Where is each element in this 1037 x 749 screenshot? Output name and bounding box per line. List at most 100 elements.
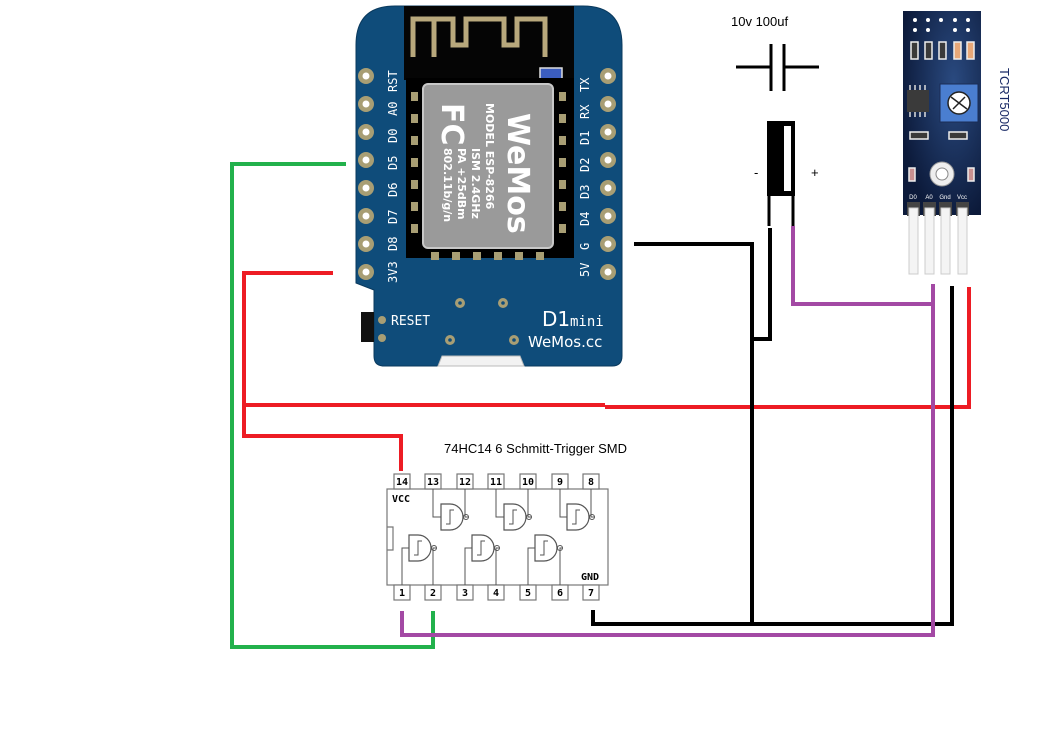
sensor-led-center (935, 167, 949, 181)
sensor-via (966, 28, 970, 32)
ic-pin-number: 7 (588, 588, 594, 599)
smd-resistor (924, 41, 933, 60)
wires (230, 162, 971, 649)
gate-output-line (464, 489, 469, 518)
ic-pin-number: 14 (396, 477, 408, 488)
module-pad (494, 252, 502, 260)
module-pad (559, 136, 566, 145)
ic-notch (387, 526, 394, 551)
module-pads (411, 92, 566, 260)
sensor-pin-label-gnd: Gnd (939, 195, 950, 201)
module-pad (559, 180, 566, 189)
ic-pin-14[interactable] (393, 473, 411, 490)
board-title-sub: mini (570, 314, 604, 330)
smd-part (908, 167, 916, 182)
mount-hole-center (512, 338, 516, 342)
header-pin-hole (362, 184, 370, 192)
electrolytic-capacitor-body (767, 121, 795, 226)
gate-input-line (527, 547, 535, 585)
pin-label-d1: D1 (578, 131, 592, 145)
ic-pin-number: 10 (522, 477, 534, 488)
gate-input-line (432, 489, 441, 518)
module-pad (431, 252, 439, 260)
pin-label-5v: 5V (578, 263, 592, 277)
gate-output-line (495, 547, 500, 585)
ic-pin-number: 9 (557, 477, 563, 488)
smd-part (948, 131, 968, 140)
reset-pad (378, 334, 386, 342)
ic-pin-number: 8 (588, 477, 594, 488)
header-pin-hole (362, 128, 370, 136)
hysteresis-symbol (414, 540, 422, 556)
ic-pin-number: 6 (557, 588, 563, 599)
gate-output-line (590, 489, 595, 518)
module-pad (411, 114, 418, 123)
ic-pin-number: 5 (525, 588, 531, 599)
sensor-via (913, 18, 917, 22)
module-pad (411, 224, 418, 233)
sensor-ic-legs (909, 85, 926, 117)
potentiometer[interactable] (939, 83, 979, 123)
sensor-header-leg (957, 207, 968, 275)
gate-output-line (432, 547, 437, 585)
pin-label-d0: D0 (386, 129, 400, 143)
header-pin-hole (362, 72, 370, 80)
capacitor-label: 10v 100uf (731, 14, 788, 29)
ic-pin-7[interactable] (582, 584, 600, 601)
module-pad (536, 252, 544, 260)
module-pad (559, 114, 566, 123)
smd-part (967, 167, 975, 182)
pin-label-g: G (578, 243, 592, 250)
knob-slot (952, 96, 966, 110)
header-pin-hole (604, 240, 612, 248)
capacitor-symbol (736, 44, 819, 91)
module-pad (452, 252, 460, 260)
pin-label-rx: RX (578, 104, 592, 119)
ic-pin-number: 2 (430, 588, 436, 599)
pin-label-tx: TX (578, 77, 592, 92)
module-line-2: ISM 2.4GHz (469, 148, 482, 219)
sensor-via (926, 28, 930, 32)
reset-pad (378, 316, 386, 324)
header-pin-hole (604, 72, 612, 80)
module-pad (411, 92, 418, 101)
sensor-header-leg (908, 207, 919, 275)
reset-label: RESET (391, 314, 430, 329)
sensor-name: TCRT5000 (997, 68, 1012, 131)
header-pin-hole (604, 212, 612, 220)
pin-label-d8: D8 (386, 237, 400, 251)
module-pad (411, 136, 418, 145)
wire-red-rail-to-vcc (244, 287, 971, 409)
smd-resistor (938, 41, 947, 60)
gate-output-line (527, 489, 532, 518)
ic-pin-number: 4 (493, 588, 499, 599)
hysteresis-symbol (477, 540, 485, 556)
mount-hole-center (501, 301, 505, 305)
header-pin-hole (362, 268, 370, 276)
schmitt-inverter-gate (566, 503, 590, 531)
wemos-logo-text: WeMos (500, 113, 535, 234)
module-pad (559, 202, 566, 211)
usb-connector[interactable] (437, 355, 525, 367)
d1-mini-board: WeMos MODEL ESP-8266 ISM 2.4GHz PA +25dB… (355, 5, 623, 367)
pin-label-d2: D2 (578, 158, 592, 172)
gate-input-line (495, 489, 504, 518)
left-header-pins (358, 68, 374, 280)
schmitt-inverter-gate (440, 503, 464, 531)
module-pad (559, 92, 566, 101)
schmitt-inverter-gate (503, 503, 527, 531)
header-pin-hole (604, 156, 612, 164)
sensor-smd-parts (908, 41, 975, 182)
header-pin-hole (604, 184, 612, 192)
wire-purple-d0-to-pin1 (400, 284, 935, 637)
esp-shield (422, 83, 554, 249)
sensor-via (939, 18, 943, 22)
sensor-pin-label-a0: A0 (925, 195, 933, 201)
hysteresis-symbol (509, 509, 517, 525)
wire-red-3v3-to-pin14 (242, 271, 403, 471)
ic-pin-number: 1 (399, 588, 405, 599)
reset-switch[interactable] (361, 312, 374, 342)
ic-gates (401, 489, 595, 585)
